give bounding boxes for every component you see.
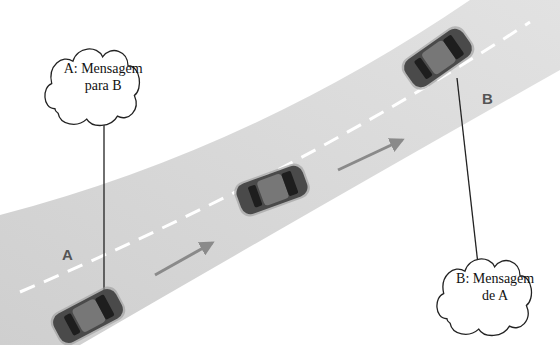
car-label: B [482, 90, 493, 107]
lane-marking [20, 22, 530, 292]
car-label: A [62, 246, 73, 263]
direction-arrow [338, 140, 402, 170]
message-text: A: Mensagem para B [61, 60, 145, 94]
direction-arrow [155, 243, 212, 275]
message-text: B: Mensagem de A [453, 270, 537, 304]
car [231, 160, 313, 219]
leader-line [103, 100, 104, 300]
car [397, 22, 478, 94]
speech-cloud: A: Mensagem para B [39, 42, 145, 131]
speech-cloud: B: Mensagem de A [431, 252, 537, 341]
car [47, 283, 129, 345]
